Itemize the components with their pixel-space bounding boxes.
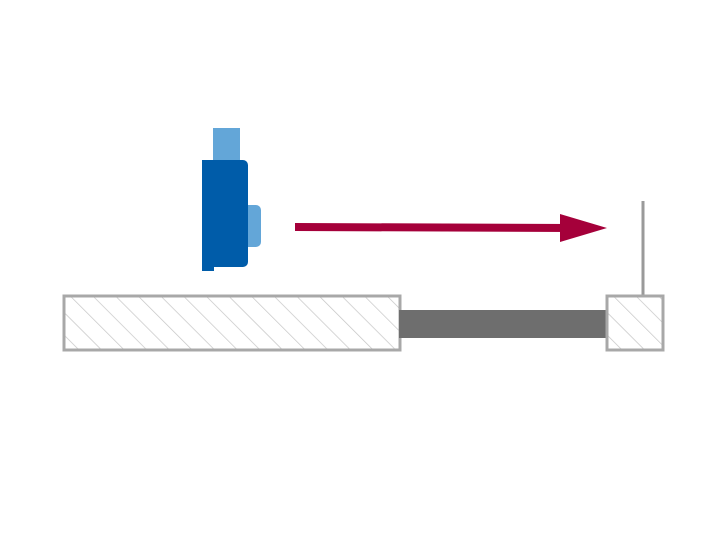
right-hatched-block [605,294,665,352]
left-hatched-block [62,294,402,352]
sensor-icon [202,128,261,271]
gap-object [399,310,607,338]
beam-arrow-icon [294,214,607,242]
